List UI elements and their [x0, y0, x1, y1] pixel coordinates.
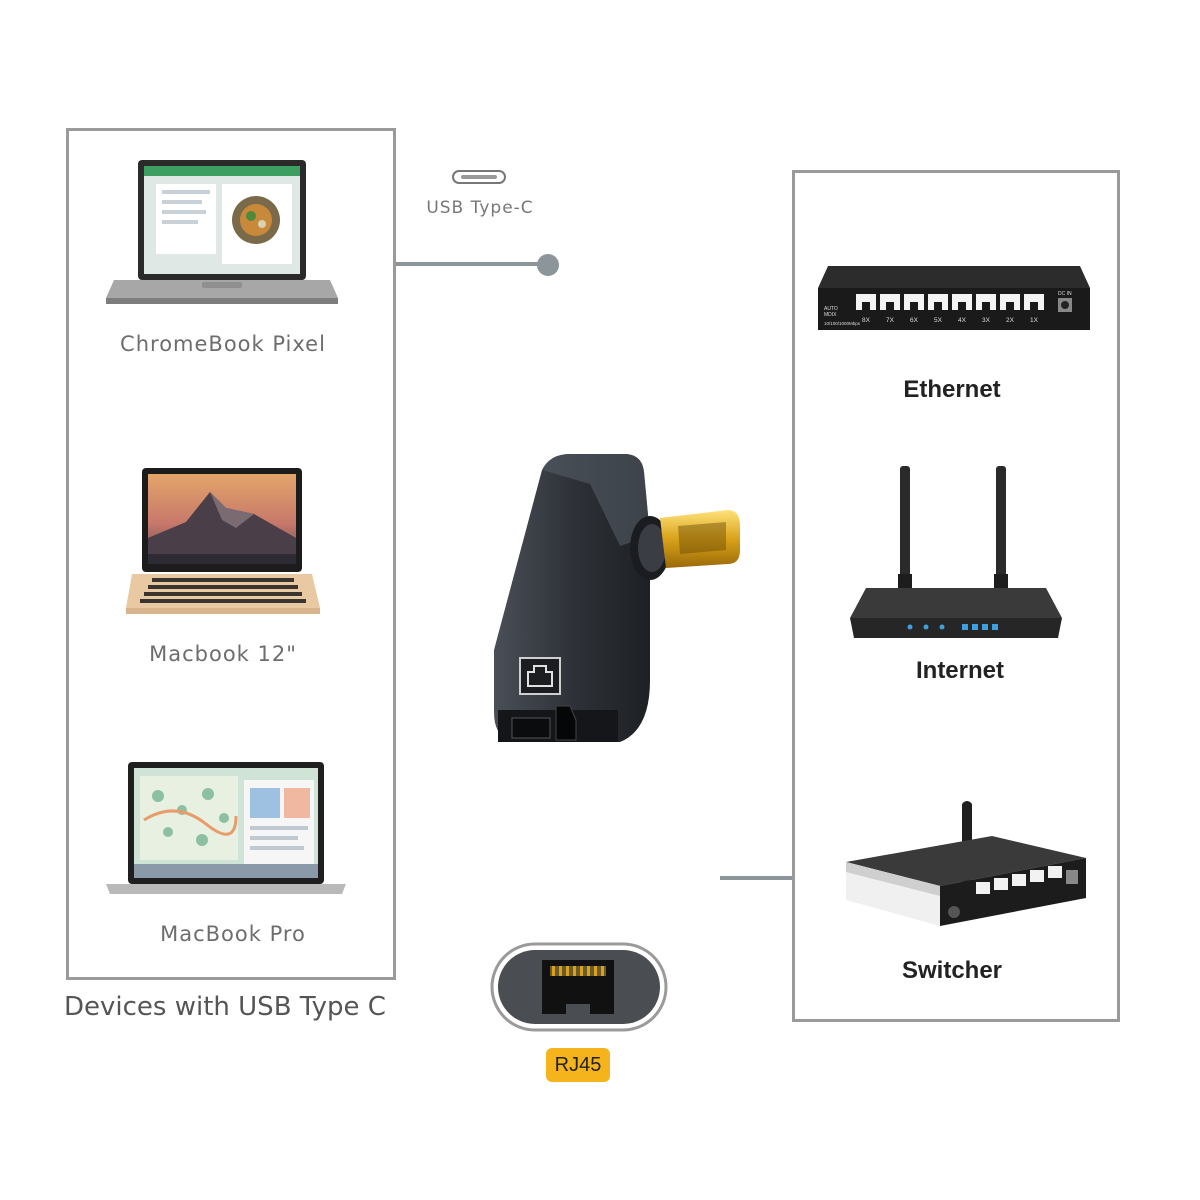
- usb-connector-line: [396, 262, 546, 266]
- device-label-chromebook: ChromeBook Pixel: [120, 332, 326, 356]
- usb-c-port-icon: [452, 170, 506, 184]
- internet-router-image: [850, 466, 1062, 638]
- devices-caption: Devices with USB Type C: [64, 992, 386, 1022]
- macbook-pro-image: [106, 762, 346, 894]
- network-label-internet: Internet: [915, 657, 1004, 684]
- switch-speed-label: 10/100/1000Mbps: [824, 321, 861, 326]
- usb-c-rj45-adapter-image: [494, 454, 740, 742]
- network-label-switcher: Switcher: [901, 957, 1003, 984]
- port-label: 3X: [982, 317, 991, 324]
- network-label-ethernet: Ethernet: [903, 376, 1001, 403]
- port-label: 2X: [1006, 317, 1015, 324]
- port-label: 4X: [958, 317, 967, 324]
- network-panel: [792, 170, 1120, 1022]
- rj45-label: RJ45: [546, 1048, 610, 1082]
- port-label: 6X: [910, 317, 919, 324]
- device-label-macbook-pro: MacBook Pro: [160, 922, 306, 946]
- rj45-port-icon: [490, 942, 668, 1032]
- usb-type-c-label: USB Type-C: [426, 198, 534, 218]
- switch-dc-label: DC IN: [1058, 291, 1072, 297]
- switch-auto-label: AUTO: [824, 306, 838, 312]
- devices-panel: [66, 128, 396, 980]
- device-label-macbook-12: Macbook 12": [149, 642, 297, 666]
- switch-mdix-label: MDIX: [824, 312, 837, 318]
- chromebook-pixel-image: [106, 160, 338, 304]
- ethernet-switch-image: AUTO MDIX 10/100/1000Mbps DC IN 8X 7X 6X…: [818, 266, 1090, 330]
- port-label: 8X: [862, 317, 871, 324]
- port-label: 5X: [934, 317, 943, 324]
- macbook-12-image: [126, 468, 320, 614]
- network-connector-line: [720, 876, 794, 880]
- usb-connector-dot: [537, 254, 559, 276]
- port-label: 1X: [1030, 317, 1039, 324]
- switcher-router-image: [846, 801, 1086, 926]
- port-label: 7X: [886, 317, 895, 324]
